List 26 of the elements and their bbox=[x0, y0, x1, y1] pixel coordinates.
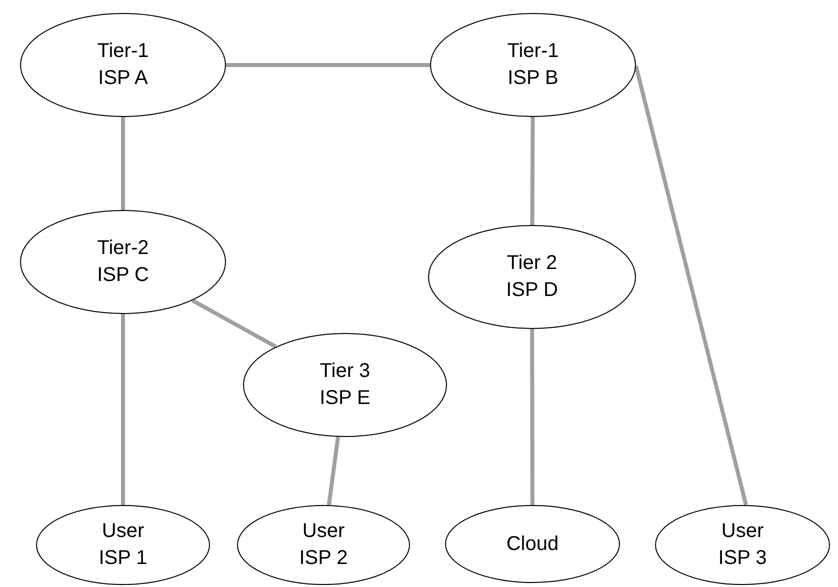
ellipse-node bbox=[237, 505, 410, 585]
connector-line bbox=[226, 63, 430, 67]
connector-line bbox=[530, 329, 534, 505]
node-label: Tier 2 ISP D bbox=[505, 251, 559, 303]
node-label: Cloud bbox=[506, 532, 559, 556]
connector-line bbox=[121, 117, 125, 210]
ellipse-node bbox=[428, 225, 636, 329]
ellipse-node bbox=[20, 13, 226, 117]
node-label: Tier 3 ISP E bbox=[318, 359, 372, 411]
connector-line bbox=[326, 436, 340, 506]
connector-line bbox=[121, 314, 125, 505]
ellipse-node bbox=[445, 505, 620, 583]
node-label: Tier-2 ISP C bbox=[96, 236, 150, 288]
connector-line bbox=[530, 117, 535, 225]
ellipse-node bbox=[20, 210, 226, 314]
connector-line bbox=[634, 66, 748, 506]
ellipse-node bbox=[243, 333, 447, 437]
ellipse-node bbox=[655, 505, 830, 585]
ellipse-node bbox=[430, 13, 636, 117]
node-label: User ISP 1 bbox=[98, 519, 148, 571]
connector-line bbox=[191, 298, 277, 348]
ellipse-node bbox=[36, 505, 210, 585]
node-label: Tier-1 ISP B bbox=[506, 39, 560, 91]
node-label: Tier-1 ISP A bbox=[96, 39, 150, 91]
node-label: User ISP 3 bbox=[717, 519, 768, 571]
node-label: User ISP 2 bbox=[298, 519, 349, 571]
